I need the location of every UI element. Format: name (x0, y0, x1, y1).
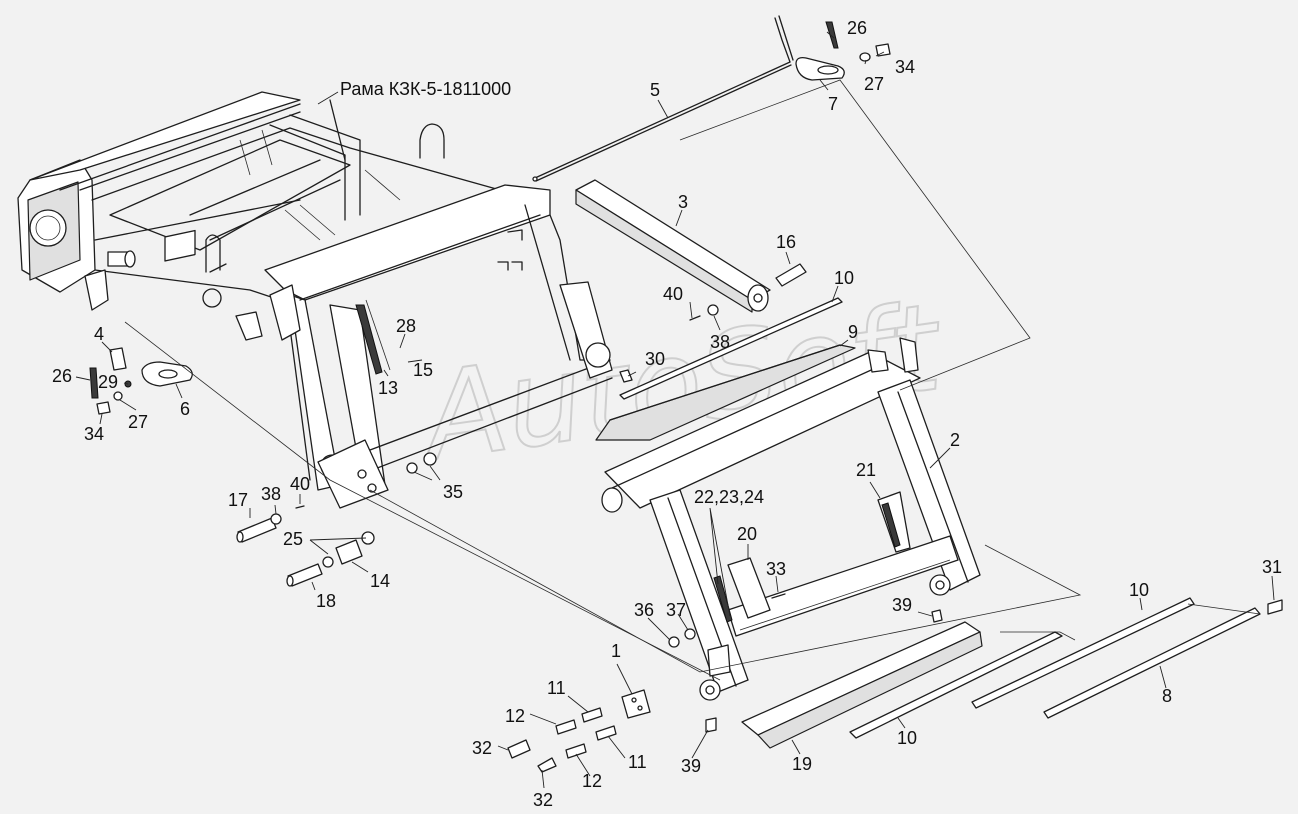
callout-20: 20 (737, 524, 757, 544)
callout-14: 14 (370, 571, 390, 591)
main-frame (17, 91, 613, 509)
callout-6: 6 (180, 399, 190, 419)
callout-3: 3 (678, 192, 688, 212)
leader-lines (75, 31, 1275, 789)
callout-10: 10 (834, 268, 854, 288)
callout-15: 15 (413, 360, 433, 380)
callout-29: 29 (98, 372, 118, 392)
callout-34b: 34 (84, 424, 104, 444)
callout-26: 26 (847, 18, 867, 38)
callout-26b: 26 (52, 366, 72, 386)
callout-9: 9 (848, 322, 858, 342)
small-fasteners (507, 599, 1283, 773)
callout-32: 32 (472, 738, 492, 758)
callout-33: 33 (766, 559, 786, 579)
callout-35: 35 (443, 482, 463, 502)
callout-30: 30 (645, 349, 665, 369)
angle-strips (741, 597, 1261, 749)
callout-22-23-24: 22,23,24 (694, 487, 764, 507)
strips-9-10 (595, 297, 856, 441)
beam-part-3 (575, 179, 807, 321)
callout-10b: 10 (1129, 580, 1149, 600)
callout-27: 27 (864, 74, 884, 94)
callout-1: 1 (611, 641, 621, 661)
callout-32b: 32 (533, 790, 553, 810)
callout-37: 37 (666, 600, 686, 620)
callout-27b: 27 (128, 412, 148, 432)
left-lever-assembly (89, 347, 193, 415)
callout-12: 12 (505, 706, 525, 726)
callout-2: 2 (950, 430, 960, 450)
assembly-guide-lines (124, 79, 1261, 681)
callout-18: 18 (316, 591, 336, 611)
callout-11b: 11 (628, 752, 647, 772)
callout-39: 39 (892, 595, 912, 615)
callout-38b: 38 (261, 484, 281, 504)
callout-8: 8 (1162, 686, 1172, 706)
callout-40b: 40 (290, 474, 310, 494)
pins-and-bushings (236, 452, 437, 587)
callout-4: 4 (94, 324, 104, 344)
rod-and-lever-assembly (532, 15, 891, 182)
callout-13: 13 (378, 378, 398, 398)
callout-11: 11 (547, 678, 566, 698)
callout-36: 36 (634, 600, 654, 620)
callout-10c: 10 (897, 728, 917, 748)
callout-38: 38 (710, 332, 730, 352)
callout-5: 5 (650, 80, 660, 100)
callout-39b: 39 (681, 756, 701, 776)
callout-7: 7 (828, 94, 838, 114)
callout-40: 40 (663, 284, 683, 304)
callout-34: 34 (895, 57, 915, 77)
callout-17: 17 (228, 490, 248, 510)
callout-31: 31 (1262, 557, 1282, 577)
callout-16: 16 (776, 232, 796, 252)
callout-21: 21 (856, 460, 876, 480)
callout-19: 19 (792, 754, 812, 774)
assembly-label: Рама КЗК-5-1811000 (340, 79, 511, 99)
callout-28: 28 (396, 316, 416, 336)
frame-part-2 (601, 337, 981, 701)
callout-12b: 12 (582, 771, 602, 791)
callout-25: 25 (283, 529, 303, 549)
